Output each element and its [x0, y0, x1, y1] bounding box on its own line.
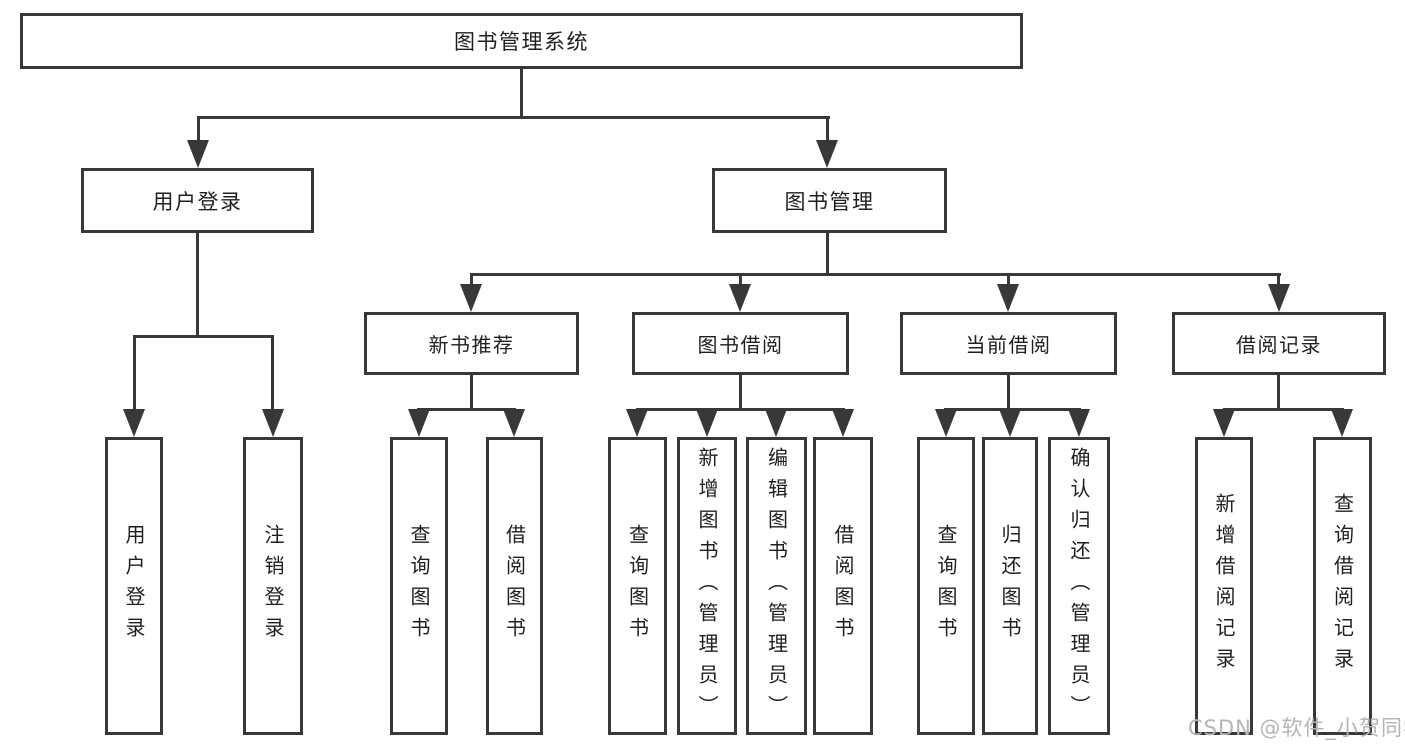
- leaf-current-query-book-label: 查询图书: [934, 524, 958, 648]
- node-root: 图书管理系统: [20, 13, 1023, 69]
- arrowhead-down-icon: [816, 140, 838, 168]
- leaf-query-borrow-record: 查询借阅记录: [1313, 437, 1372, 735]
- arrowhead-down-icon: [999, 409, 1021, 437]
- arrowhead-down-icon: [1213, 409, 1235, 437]
- leaf-add-book-admin-label: 新增图书（管理员）: [695, 446, 719, 726]
- connector-line: [470, 273, 473, 287]
- node-user-login-label: 用户登录: [152, 189, 243, 214]
- leaf-borrow-borrow-book: 借阅图书: [813, 437, 873, 735]
- arrowhead-down-icon: [997, 284, 1019, 312]
- leaf-return-book-label: 归还图书: [998, 524, 1022, 648]
- leaf-current-query-book: 查询图书: [917, 437, 975, 735]
- connector-line: [739, 375, 742, 411]
- connector-line: [826, 116, 829, 142]
- leaf-newbook-borrow-book: 借阅图书: [486, 437, 543, 735]
- connector-line: [470, 273, 1281, 276]
- connector-line: [1277, 273, 1280, 287]
- node-current-borrow: 当前借阅: [900, 312, 1117, 375]
- arrowhead-down-icon: [729, 284, 751, 312]
- arrowhead-down-icon: [1331, 409, 1353, 437]
- node-current-borrow-label: 当前借阅: [965, 333, 1052, 357]
- node-borrow-record: 借阅记录: [1172, 312, 1386, 375]
- node-new-book-recommend: 新书推荐: [364, 312, 579, 375]
- connector-line: [196, 233, 199, 338]
- connector-line: [470, 375, 473, 411]
- connector-line: [636, 408, 845, 411]
- leaf-newbook-query-book: 查询图书: [390, 437, 448, 735]
- arrowhead-down-icon: [123, 409, 145, 437]
- connector-line: [417, 408, 516, 411]
- node-book-management: 图书管理: [712, 168, 947, 233]
- leaf-newbook-borrow-book-label: 借阅图书: [502, 524, 527, 648]
- connector-line: [520, 69, 523, 119]
- connector-line: [1223, 408, 1344, 411]
- arrowhead-down-icon: [262, 409, 284, 437]
- arrowhead-down-icon: [408, 409, 430, 437]
- leaf-add-borrow-record-label: 新增借阅记录: [1212, 493, 1236, 679]
- node-borrow-record-label: 借阅记录: [1236, 333, 1322, 357]
- arrowhead-down-icon: [935, 409, 957, 437]
- leaf-add-borrow-record: 新增借阅记录: [1195, 437, 1253, 735]
- leaf-user-login-label: 用户登录: [122, 524, 146, 648]
- connector-line: [1277, 375, 1280, 411]
- leaf-user-login: 用户登录: [105, 437, 163, 735]
- connector-line: [1007, 375, 1010, 411]
- connector-line: [739, 273, 742, 287]
- leaf-borrow-query-book-label: 查询图书: [625, 524, 650, 648]
- leaf-edit-book-admin-label: 编辑图书（管理员）: [764, 446, 789, 726]
- connector-line: [133, 335, 274, 338]
- arrowhead-down-icon: [1068, 409, 1090, 437]
- leaf-confirm-return-admin: 确认归还（管理员）: [1048, 437, 1110, 735]
- leaf-add-book-admin: 新增图书（管理员）: [677, 437, 737, 735]
- node-new-book-recommend-label: 新书推荐: [428, 333, 515, 357]
- connector-line: [1007, 273, 1010, 287]
- arrowhead-down-icon: [187, 140, 209, 168]
- csdn-watermark: CSDN @软件_小贺同学: [1188, 716, 1405, 740]
- connector-line: [271, 335, 274, 413]
- arrowhead-down-icon: [503, 409, 525, 437]
- node-book-borrow: 图书借阅: [632, 312, 849, 375]
- node-root-label: 图书管理系统: [454, 30, 589, 54]
- leaf-newbook-query-book-label: 查询图书: [407, 524, 431, 648]
- connector-line: [197, 116, 200, 142]
- connector-line: [197, 116, 830, 119]
- leaf-logout: 注销登录: [243, 437, 303, 735]
- arrowhead-down-icon: [765, 409, 787, 437]
- arrowhead-down-icon: [832, 409, 854, 437]
- leaf-return-book: 归还图书: [982, 437, 1038, 735]
- leaf-borrow-query-book: 查询图书: [608, 437, 667, 735]
- leaf-confirm-return-admin-label: 确认归还（管理员）: [1067, 446, 1091, 726]
- leaf-query-borrow-record-label: 查询借阅记录: [1330, 493, 1355, 679]
- node-user-login: 用户登录: [81, 168, 314, 233]
- leaf-logout-label: 注销登录: [261, 524, 285, 648]
- arrowhead-down-icon: [626, 409, 648, 437]
- arrowhead-down-icon: [1268, 284, 1290, 312]
- leaf-edit-book-admin: 编辑图书（管理员）: [746, 437, 807, 735]
- arrowhead-down-icon: [696, 409, 718, 437]
- node-book-borrow-label: 图书借阅: [697, 333, 784, 357]
- connector-line: [826, 233, 829, 276]
- connector-line: [133, 335, 136, 413]
- leaf-borrow-borrow-book-label: 借阅图书: [831, 524, 855, 648]
- arrowhead-down-icon: [460, 284, 482, 312]
- node-book-management-label: 图书管理: [784, 189, 875, 214]
